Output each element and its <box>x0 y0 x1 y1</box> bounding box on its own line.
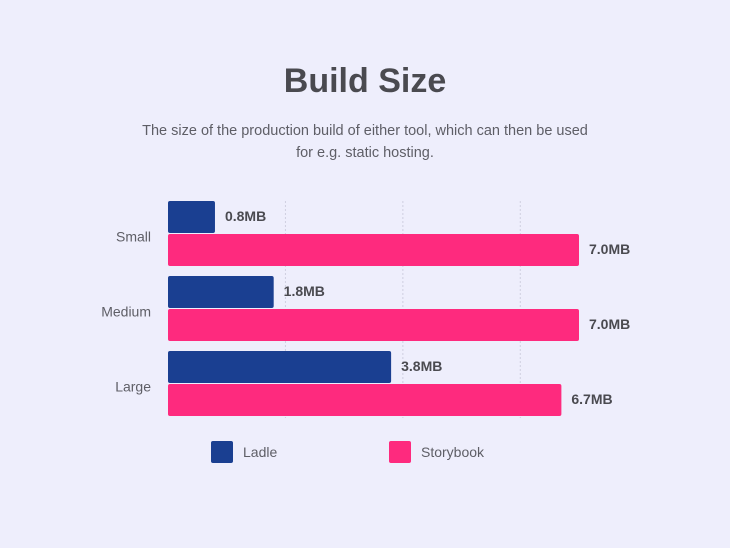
bar-storybook-large <box>168 384 562 416</box>
legend-label-storybook: Storybook <box>421 444 485 460</box>
bar-storybook-small <box>168 234 579 266</box>
category-label-medium: Medium <box>101 304 151 320</box>
category-label-small: Small <box>116 229 151 245</box>
legend-swatch-storybook <box>389 441 411 463</box>
chart-title: Build Size <box>283 62 447 100</box>
legend-swatch-ladle <box>211 441 233 463</box>
data-label-ladle-small: 0.8MB <box>225 208 266 224</box>
data-label-storybook-large: 6.7MB <box>571 391 612 407</box>
data-label-storybook-small: 7.0MB <box>589 241 630 257</box>
bar-ladle-small <box>168 201 215 233</box>
legend-item-ladle: Ladle <box>211 440 277 464</box>
bar-ladle-medium <box>168 276 274 308</box>
chart-subtitle: The size of the production build of eith… <box>142 123 588 161</box>
data-label-storybook-medium: 7.0MB <box>589 316 630 332</box>
data-label-ladle-medium: 1.8MB <box>284 283 325 299</box>
legend-item-storybook: Storybook <box>389 440 484 464</box>
data-label-ladle-large: 3.8MB <box>401 358 442 374</box>
bar-ladle-large <box>168 351 392 383</box>
bar-storybook-medium <box>168 309 579 341</box>
category-label-large: Large <box>115 379 151 395</box>
legend-label-ladle: Ladle <box>243 444 278 460</box>
